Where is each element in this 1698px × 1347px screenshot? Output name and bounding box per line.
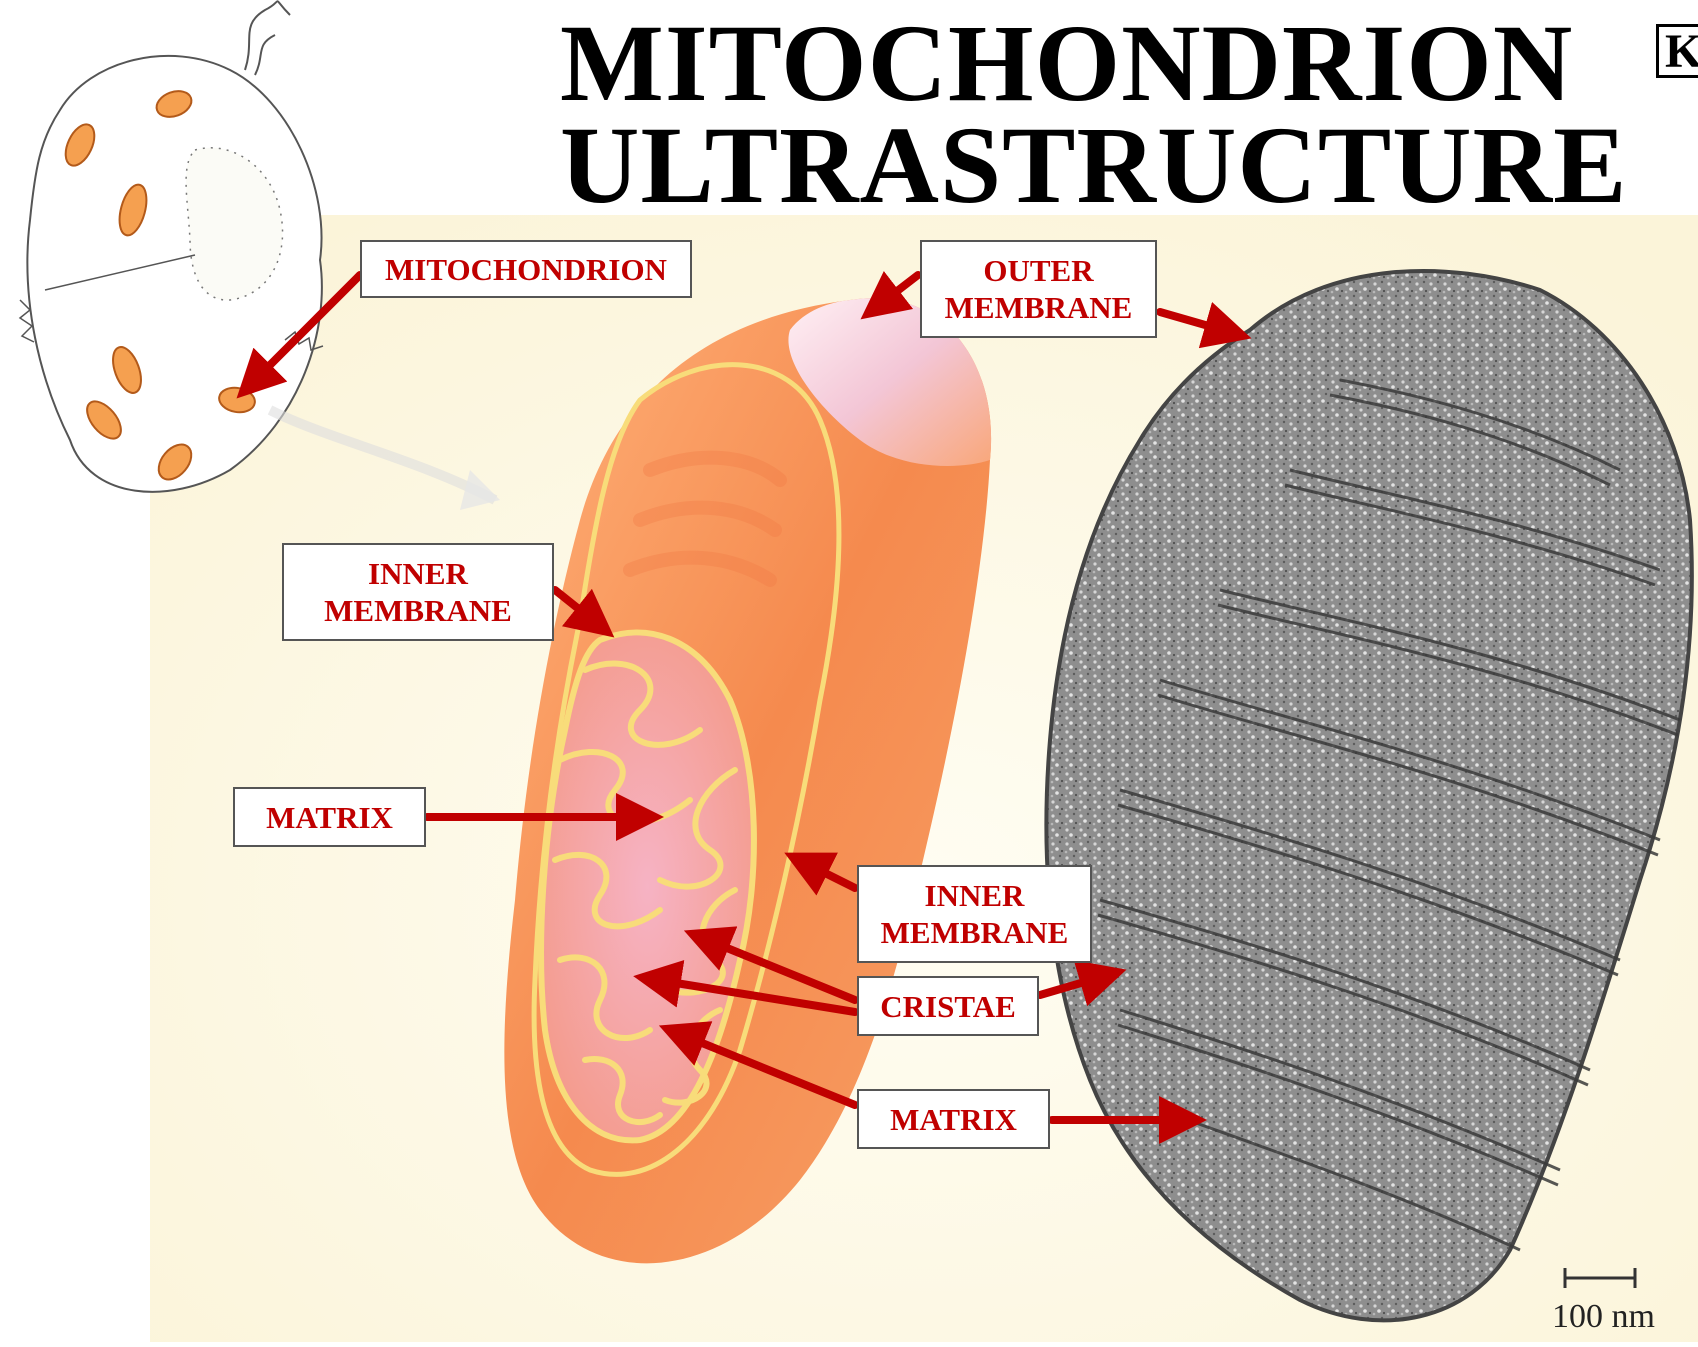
label-inner-membrane-left-line2: MEMBRANE <box>324 592 512 629</box>
label-mitochondrion: MITOCHONDRION <box>360 240 692 298</box>
scale-bar-label: 100 nm <box>1552 1298 1655 1336</box>
label-inner-membrane-center: INNER MEMBRANE <box>857 865 1092 963</box>
label-outer-membrane: OUTER MEMBRANE <box>920 240 1157 338</box>
title-line-1: MITOCHONDRION <box>560 8 1480 118</box>
label-matrix-center-text: MATRIX <box>890 1101 1017 1138</box>
label-outer-membrane-line2: MEMBRANE <box>945 289 1133 326</box>
label-outer-membrane-line1: OUTER <box>983 252 1093 289</box>
label-matrix-center: MATRIX <box>857 1089 1050 1149</box>
label-cristae: CRISTAE <box>857 976 1039 1036</box>
corner-badge: K <box>1656 24 1698 78</box>
title-line-2: ULTRASTRUCTURE <box>560 110 1480 220</box>
label-inner-membrane-center-line2: MEMBRANE <box>881 914 1069 951</box>
label-inner-membrane-left-line1: INNER <box>368 555 468 592</box>
label-cristae-text: CRISTAE <box>880 988 1016 1025</box>
label-mitochondrion-text: MITOCHONDRION <box>385 251 667 288</box>
label-matrix-left: MATRIX <box>233 787 426 847</box>
label-matrix-left-text: MATRIX <box>266 799 393 836</box>
label-inner-membrane-center-line1: INNER <box>925 877 1025 914</box>
label-inner-membrane-left: INNER MEMBRANE <box>282 543 554 641</box>
